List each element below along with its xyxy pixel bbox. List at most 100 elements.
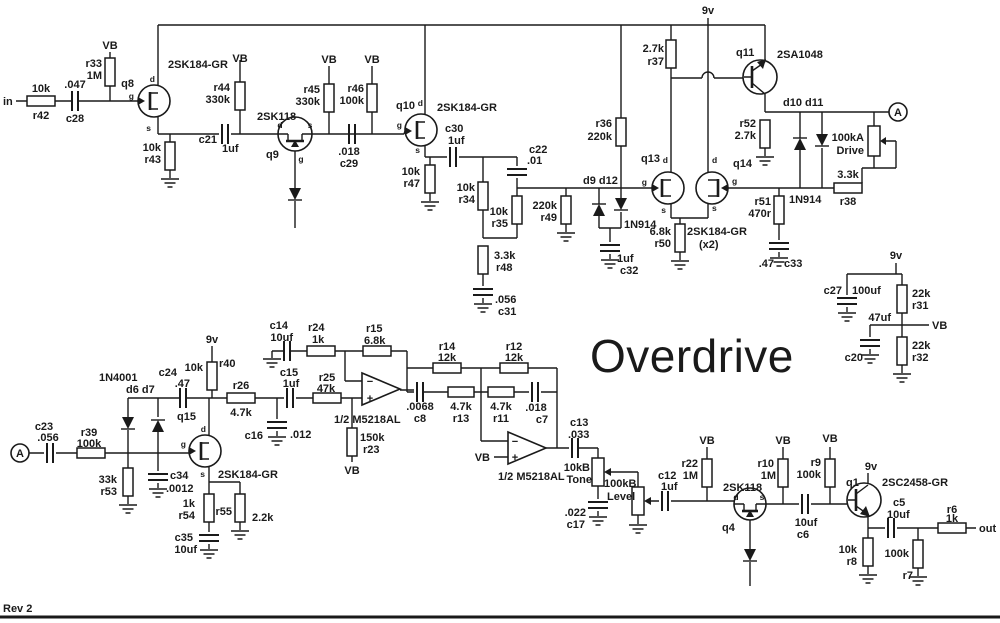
label-r33-value: 1M xyxy=(87,70,102,82)
transistor-q1 xyxy=(846,482,882,518)
label-vb: VB xyxy=(232,53,247,65)
label-r50-ref: r50 xyxy=(654,238,671,250)
pin-g: g xyxy=(642,177,647,187)
label-r23-ref: r23 xyxy=(363,444,380,456)
label-q13-ref: q13 xyxy=(641,153,660,165)
label-r38-ref: r38 xyxy=(840,196,857,208)
label-q14-ref: q14 xyxy=(733,158,753,170)
label-opamp2-part: 1/2 M5218AL xyxy=(498,471,565,483)
label-c17-ref: c17 xyxy=(567,519,585,531)
transistor-q9 xyxy=(277,116,313,152)
resistor-r40 xyxy=(206,361,218,391)
ground-icon xyxy=(556,232,576,242)
resistor-r44 xyxy=(234,81,246,111)
pin-s: s xyxy=(415,145,420,155)
diode-d11 xyxy=(814,133,830,147)
label-d9d12-part: 1N914 xyxy=(624,219,657,231)
label-c6-ref: c6 xyxy=(797,529,809,541)
label-c13-ref: c13 xyxy=(570,417,588,429)
capacitor-c16 xyxy=(266,421,288,429)
resistor-r46 xyxy=(366,83,378,113)
pin-d: d xyxy=(201,424,206,434)
resistor-r15 xyxy=(362,345,392,357)
ground-icon xyxy=(473,303,493,313)
capacitor-c7 xyxy=(531,381,539,403)
label-r44-ref: r44 xyxy=(213,82,230,94)
label-q9-part: 2SK118 xyxy=(257,111,296,123)
label-c24-value: .47 xyxy=(175,378,190,390)
label-d10d11-part: 1N914 xyxy=(789,194,822,206)
resistor-r36 xyxy=(615,117,627,147)
label-r36-value: 220k xyxy=(588,131,613,143)
pin-s: s xyxy=(760,492,765,502)
resistor-r39 xyxy=(76,447,106,459)
label-9v: 9v xyxy=(702,5,715,17)
label-d9d12-ref: d9 d12 xyxy=(583,175,618,187)
node-a-terminal-top xyxy=(888,102,908,122)
label-c28-ref: c28 xyxy=(66,113,84,125)
resistor-r50 xyxy=(674,223,686,253)
resistor-r22 xyxy=(701,458,713,488)
label-c31-value: .056 xyxy=(495,294,516,306)
label-r53-ref: r53 xyxy=(100,486,117,498)
label-r11-ref: r11 xyxy=(493,413,509,425)
label-q15-ref: q15 xyxy=(177,411,196,423)
opamp-2 xyxy=(507,430,549,466)
label-9v: 9v xyxy=(865,461,878,473)
label-r22-ref: r22 xyxy=(681,458,698,470)
label-pair-note: (x2) xyxy=(699,239,719,251)
label-c34-value: .0012 xyxy=(166,483,194,495)
resistor-r11 xyxy=(487,386,515,398)
tone-pot xyxy=(591,457,605,487)
label-r34-ref: r34 xyxy=(458,194,475,206)
transistor-q14 xyxy=(695,171,729,205)
label-r39-ref: r39 xyxy=(81,427,98,439)
wires-row2 xyxy=(29,150,976,586)
capacitor-c14 xyxy=(283,340,291,362)
label-r13-ref: r13 xyxy=(453,413,470,425)
label-r42-value: 10k xyxy=(32,83,51,95)
pin-d: d xyxy=(277,120,282,130)
resistor-r10 xyxy=(777,458,789,488)
pin-d: d xyxy=(150,74,155,84)
ground-icon xyxy=(148,488,168,498)
label-r37-value: 2.7k xyxy=(643,43,665,55)
label-r8-ref: r8 xyxy=(847,556,857,568)
label-r36-ref: r36 xyxy=(595,118,612,130)
label-c24-ref: c24 xyxy=(159,367,178,379)
pin-s: s xyxy=(712,203,717,213)
resistor-r37 xyxy=(665,39,677,69)
label-r26-value: 4.7k xyxy=(230,407,252,419)
label-r52-value: 2.7k xyxy=(735,130,757,142)
resistor-r42 xyxy=(26,95,56,107)
capacitor-c5 xyxy=(887,517,895,539)
label-r53-value: 33k xyxy=(99,474,118,486)
label-vb: VB xyxy=(364,54,379,66)
label-q1-part: 2SC2458-GR xyxy=(882,477,948,489)
resistor-r53 xyxy=(122,467,134,497)
label-r33-ref: r33 xyxy=(85,58,102,70)
label-vb: VB xyxy=(102,40,117,52)
label-c6-value: 10uf xyxy=(795,517,818,529)
output-port-label: out xyxy=(979,523,996,535)
label-r55-value: 2.2k xyxy=(252,512,274,524)
label-c23-value: .056 xyxy=(37,432,58,444)
capacitor-c24 xyxy=(179,387,187,409)
label-vb: VB xyxy=(932,320,947,332)
label-q15-part: 2SK184-GR xyxy=(218,469,278,481)
resistor-r23 xyxy=(346,427,358,457)
pin-s: s xyxy=(308,120,313,130)
label-drive-value: 100kA xyxy=(832,132,864,144)
resistor-r6 xyxy=(937,522,967,534)
label-drive-ref: Drive xyxy=(836,145,864,157)
label-r48-value: 3.3k xyxy=(494,250,516,262)
resistor-r9 xyxy=(824,458,836,488)
ground-icon xyxy=(160,178,180,188)
label-r43-value: 10k xyxy=(143,142,162,154)
transistor-q15 xyxy=(188,434,222,468)
revision-label: Rev 2 xyxy=(3,603,32,615)
label-vb: VB xyxy=(344,465,359,477)
label-9v: 9v xyxy=(206,334,219,346)
label-r32-ref: r32 xyxy=(912,352,929,364)
